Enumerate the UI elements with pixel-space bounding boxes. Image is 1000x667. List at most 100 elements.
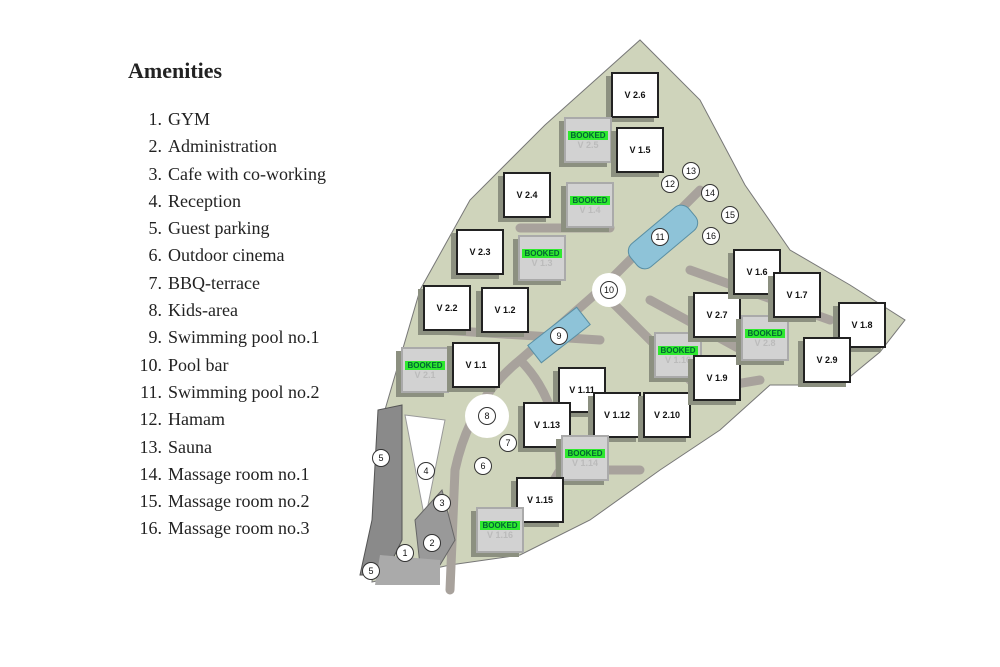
legend-item: 14.Massage room no.1 <box>128 461 326 488</box>
amenity-marker[interactable]: 16 <box>702 227 720 245</box>
amenity-marker[interactable]: 4 <box>417 462 435 480</box>
villa-label: V 1.14 <box>571 457 599 468</box>
villa-label: V 1.16 <box>486 529 514 540</box>
villa[interactable]: V 2.10 <box>643 392 691 438</box>
villa[interactable]: V 1.15 <box>516 477 564 523</box>
legend-item-number: 1. <box>148 109 163 129</box>
villa-label: V 1.7 <box>786 290 808 300</box>
legend-item: 12.Hamam <box>128 406 326 433</box>
amenity-marker[interactable]: 8 <box>478 407 496 425</box>
legend-item: 6.Outdoor cinema <box>128 242 326 269</box>
villa[interactable]: V 2.6 <box>611 72 659 118</box>
legend-item: 7.BBQ-terrace <box>128 270 326 297</box>
legend-item-number: 7. <box>148 272 163 293</box>
legend-item: 13.Sauna <box>128 434 326 461</box>
legend-item-label: Hamam <box>168 409 225 430</box>
booked-badge: BOOKED <box>565 448 605 458</box>
legend-item-label: Guest parking <box>168 218 270 239</box>
villa-label: V 1.4 <box>579 204 601 215</box>
legend-item-number: 9. <box>148 327 163 348</box>
villa-label: V 1.15 <box>526 495 554 505</box>
amenity-marker[interactable]: 11 <box>651 228 669 246</box>
legend-item-label: Swimming pool no.1 <box>168 327 320 348</box>
villa[interactable]: V 1.9 <box>693 355 741 401</box>
legend-item-label: Massage room no.3 <box>168 518 310 539</box>
legend-item: 8.Kids-area <box>128 297 326 324</box>
legend-item: 15.Massage room no.2 <box>128 488 326 515</box>
legend-item-label: BBQ-terrace <box>168 272 260 293</box>
villa[interactable]: V 2.4 <box>503 172 551 218</box>
amenity-marker[interactable]: 13 <box>682 162 700 180</box>
legend-item-number: 10. <box>139 354 163 375</box>
amenity-marker[interactable]: 3 <box>433 494 451 512</box>
legend-item: 10.Pool bar <box>128 352 326 379</box>
villa-label: V 2.10 <box>653 410 681 420</box>
legend-item-number: 5. <box>148 218 163 239</box>
legend-item-label: GYM <box>168 109 211 129</box>
amenity-marker[interactable]: 1 <box>396 544 414 562</box>
villa-label: V 1.6 <box>746 267 768 277</box>
legend-item-label: Reception <box>168 190 241 211</box>
legend-item-label: Massage room no.1 <box>168 463 310 484</box>
villa[interactable]: V 2.9 <box>803 337 851 383</box>
legend-item-number: 2. <box>148 136 163 157</box>
amenity-marker[interactable]: 15 <box>721 206 739 224</box>
villa[interactable]: V 1.5 <box>616 127 664 173</box>
legend-item-label: Cafe with co-working <box>168 163 326 184</box>
villa[interactable]: V 1.1 <box>452 342 500 388</box>
booked-badge: BOOKED <box>480 520 520 530</box>
legend-item-number: 3. <box>148 163 163 184</box>
amenity-marker[interactable]: 5 <box>372 449 390 467</box>
villa[interactable]: V 1.12 <box>593 392 641 438</box>
villa-label: V 2.9 <box>816 355 838 365</box>
villa[interactable]: V 2.3 <box>456 229 504 275</box>
legend-item-number: 15. <box>139 491 163 512</box>
villa-label: V 1.1 <box>465 360 487 370</box>
legend-item-number: 16. <box>139 518 163 539</box>
booked-badge: BOOKED <box>405 360 445 370</box>
amenity-marker[interactable]: 10 <box>600 281 618 299</box>
amenity-marker[interactable]: 5 <box>362 562 380 580</box>
legend-item-number: 6. <box>148 245 163 266</box>
booked-badge: BOOKED <box>522 248 562 258</box>
villa-label: V 1.2 <box>494 305 516 315</box>
gym-area <box>375 555 440 585</box>
villa[interactable]: V 2.2 <box>423 285 471 331</box>
villa-label: V 2.8 <box>754 337 776 348</box>
amenity-marker[interactable]: 14 <box>701 184 719 202</box>
amenity-marker[interactable]: 6 <box>474 457 492 475</box>
amenity-marker[interactable]: 2 <box>423 534 441 552</box>
villa-label: V 1.11 <box>569 385 595 395</box>
amenity-marker[interactable]: 9 <box>550 327 568 345</box>
legend-item-label: Sauna <box>168 436 212 457</box>
villa-label: V 2.3 <box>469 247 491 257</box>
legend-item-number: 8. <box>148 300 163 321</box>
villa-label: V 1.13 <box>533 420 561 430</box>
legend-item-label: Administration <box>168 136 277 157</box>
villa[interactable]: V 2.7 <box>693 292 741 338</box>
legend-item-label: Massage room no.2 <box>168 491 310 512</box>
booked-badge: BOOKED <box>570 195 610 205</box>
amenity-marker[interactable]: 7 <box>499 434 517 452</box>
villa-label: V 1.8 <box>851 320 873 330</box>
legend-item: 11.Swimming pool no.2 <box>128 379 326 406</box>
villa-label: V 2.7 <box>706 310 728 320</box>
amenity-marker[interactable]: 12 <box>661 175 679 193</box>
legend-item-label: Pool bar <box>168 354 229 375</box>
villa[interactable]: V 1.2 <box>481 287 529 333</box>
villa-label: V 2.5 <box>577 139 599 150</box>
legend-item-number: 12. <box>139 409 163 430</box>
legend-item: 2.Administration <box>128 133 326 160</box>
villa[interactable]: V 1.7 <box>773 272 821 318</box>
legend-item-number: 13. <box>139 436 163 457</box>
